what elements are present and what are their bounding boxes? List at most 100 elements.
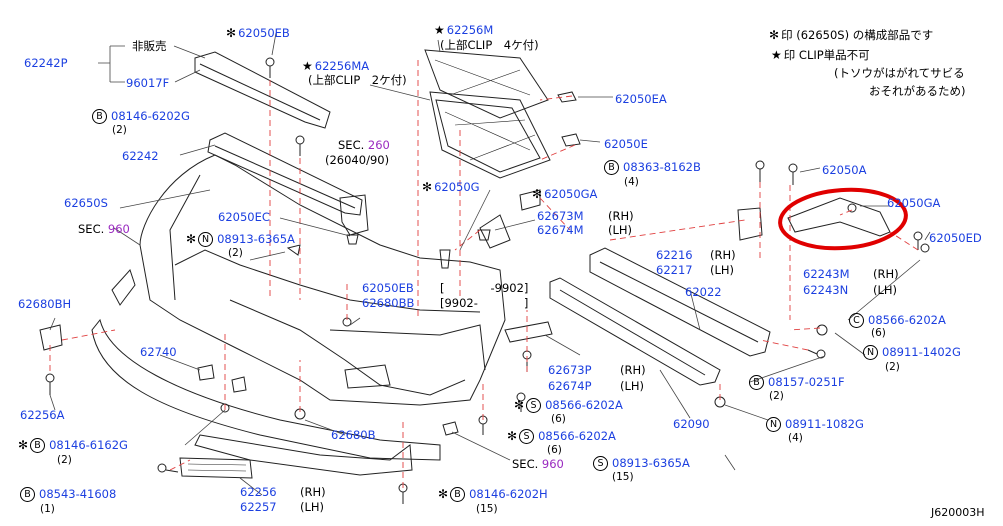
qty-08566-6202A-right: (6) (871, 327, 886, 339)
clip-62050E-part (561, 133, 581, 147)
clip-62050GA-mid-part (519, 189, 541, 211)
qty-08911-1082G: (4) (788, 432, 803, 444)
label-rh-62673P: (RH) (620, 363, 646, 377)
label-62050EA: 62050EA (615, 92, 667, 106)
label-clip2: (上部CLIP 2ケ付) (308, 73, 407, 87)
legend-star: ✻印 (62650S) の構成部品です (769, 28, 934, 42)
label-62680BB: 62680BB (362, 296, 415, 310)
label-62217: 62217 (656, 263, 693, 277)
label-rh-62243M: (RH) (873, 267, 899, 281)
grille-62256MA-part (429, 91, 551, 179)
label-62022: 62022 (685, 285, 722, 299)
label-hanbai: 非販売 (132, 39, 167, 53)
label-62243M: 62243M (803, 267, 850, 281)
label-62050ED: 62050ED (929, 231, 982, 245)
label-62050EC: 62050EC (218, 210, 270, 224)
legend-clip: ★印 CLIP単品不可 (771, 48, 870, 62)
label-62243N: 62243N (803, 283, 849, 297)
label-62050G: ✻62050G (422, 180, 480, 194)
energy-absorber-62090-part (549, 277, 721, 386)
bracket-62673M-part (479, 214, 511, 249)
lower-lip-62740-part (91, 318, 441, 461)
label-bracket-9902-after: [9902- ] (440, 296, 529, 310)
label-rh-62256: (RH) (300, 485, 326, 499)
label-rh-62216: (RH) (710, 248, 736, 262)
highlight-ellipse (778, 187, 908, 251)
label-62256MA: ★62256MA (302, 59, 370, 73)
grille-62256M-part (424, 49, 549, 119)
qty-08913-6365A-bottom: (15) (612, 471, 634, 483)
label-lh-62243N: (LH) (873, 283, 898, 297)
label-62256A: 62256A (20, 408, 65, 422)
clip-sec960-part (442, 421, 459, 436)
qty-08146-6162G: (2) (57, 454, 72, 466)
label-lh-62674M: (LH) (608, 223, 633, 237)
label-62673P: 62673P (548, 363, 592, 377)
label-lh-62217: (LH) (710, 263, 735, 277)
label-62257: 62257 (240, 500, 277, 514)
clip-62740-part (197, 364, 215, 381)
dashed-guide-lines (49, 60, 919, 488)
front-bumper-fascia-part (139, 154, 506, 406)
label-62050GA-mid: ✻62050GA (532, 187, 598, 201)
label-62050EB-top: ✻62050EB (226, 26, 290, 40)
label-bracket-9902-before: [ -9902] (440, 281, 529, 295)
label-62680B: 62680B (331, 428, 376, 442)
bracket-62673P-part (504, 321, 553, 343)
under-cover-part (194, 434, 413, 476)
bracket-near-62216-part (737, 207, 763, 241)
clip-62050G-part (439, 249, 451, 269)
label-62050E: 62050E (604, 137, 648, 151)
label-62680BH: 62680BH (18, 297, 72, 311)
legend-clip-note-1: (トソウがはがれてサビる (834, 66, 965, 80)
label-clip4: (上部CLIP 4ケ付) (440, 38, 539, 52)
qty-08911-1402G: (2) (885, 361, 900, 373)
label-62674P: 62674P (548, 379, 592, 393)
clip-62050EA-part (557, 91, 577, 103)
clip-62050GA-part (477, 229, 491, 241)
qty-08146-6202G: (2) (112, 124, 127, 136)
label-62650S: 62650S (64, 196, 108, 210)
label-rh-62673M: (RH) (608, 209, 634, 223)
qty-08566-6202A-2: (6) (547, 444, 562, 456)
clip-08913-part (286, 244, 301, 256)
fog-lamp-opening-part (344, 364, 391, 389)
label-62050EB-mid: 62050EB (362, 281, 414, 295)
qty-08146-6202H: (15) (476, 503, 498, 515)
label-62242P: 62242P (24, 56, 68, 70)
label-62050GA-right: 62050GA (887, 196, 941, 210)
bar-62242-part (207, 132, 363, 216)
label-62740: 62740 (140, 345, 177, 359)
label-62242: 62242 (122, 149, 159, 163)
label-sec960-left: SEC. 960 (78, 222, 130, 236)
bracket-62243M-part (787, 197, 891, 237)
side-strip-part (111, 269, 136, 306)
reinforcement-62216-part (589, 247, 771, 357)
label-lh-62674P: (LH) (620, 379, 645, 393)
label-62673M: 62673M (537, 209, 584, 223)
fog-grille-62256-part (179, 457, 253, 479)
label-sec260: SEC. 260 (338, 138, 390, 152)
bracket-62680BH-part (39, 324, 63, 351)
label-lh-62257: (LH) (300, 500, 325, 514)
qty-08157-0251F: (2) (769, 390, 784, 402)
qty-08543-41608: (1) (40, 503, 55, 515)
bracket-sec260-part (339, 194, 369, 236)
qty-08566-6202A-1: (6) (551, 413, 566, 425)
label-62256: 62256 (240, 485, 277, 499)
label-62256M: ★62256M (434, 23, 494, 37)
